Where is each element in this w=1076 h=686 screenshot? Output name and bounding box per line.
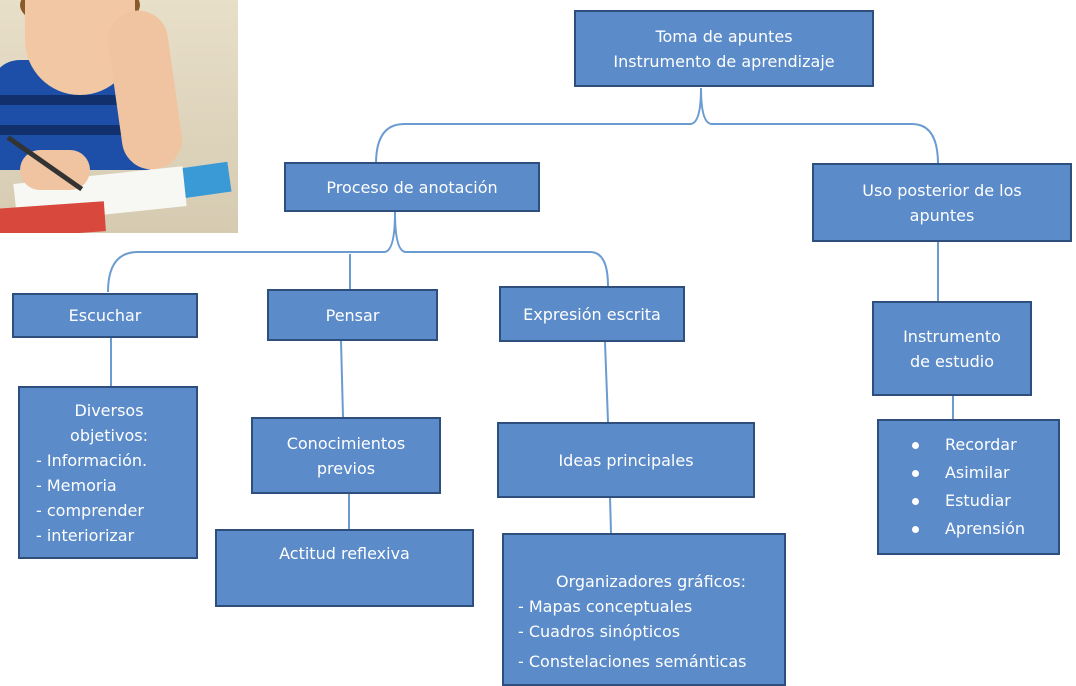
student-writing-photo xyxy=(0,0,238,233)
node-pensar: Pensar xyxy=(267,289,438,341)
node-ideas-principales: Ideas principales xyxy=(497,422,755,498)
node-escuchar: Escuchar xyxy=(12,293,198,338)
node-diversos-objetivos: Diversos objetivos: - Información. - Mem… xyxy=(18,386,198,559)
bullet-icon xyxy=(911,497,919,505)
node-organizadores-line-1: Organizadores gráficos: xyxy=(555,572,746,591)
node-diversos-line-4: - Memoria xyxy=(36,475,117,495)
bullet-icon xyxy=(911,525,919,533)
node-instrumento-line-2: de estudio xyxy=(909,351,995,371)
node-pensar-label: Pensar xyxy=(325,305,380,325)
node-instrumento-de-estudio: Instrumento de estudio xyxy=(872,301,1032,396)
node-toma-line-1: Toma de apuntes xyxy=(655,26,793,46)
estudio-bullet-list: Recordar Asimilar Estudiar Aprensión xyxy=(911,431,1026,543)
estudio-item-label: Estudiar xyxy=(944,491,1011,510)
list-item: Aprensión xyxy=(911,515,1026,543)
node-conocimientos-previos: Conocimientos previos xyxy=(251,417,441,494)
node-diversos-line-6: - interiorizar xyxy=(36,525,135,545)
node-uso-line-1: Uso posterior de los xyxy=(862,180,1022,200)
node-conocimientos-line-2: previos xyxy=(316,458,376,478)
node-uso-posterior: Uso posterior de los apuntes xyxy=(812,163,1072,242)
bullet-icon xyxy=(911,441,919,449)
node-proceso-de-anotacion: Proceso de anotación xyxy=(284,162,540,212)
node-organizadores-line-3: - Cuadros sinópticos xyxy=(518,622,681,641)
node-expresion-label: Expresión escrita xyxy=(523,304,661,324)
node-diversos-line-1: Diversos xyxy=(74,400,144,420)
connector-pensar-conocimientos xyxy=(340,340,344,418)
node-organizadores-line-2: - Mapas conceptuales xyxy=(518,597,693,616)
node-toma-line-2: Instrumento de aprendizaje xyxy=(613,51,835,71)
node-estudio-list: Recordar Asimilar Estudiar Aprensión xyxy=(877,419,1060,555)
node-expresion-escrita: Expresión escrita xyxy=(499,286,685,342)
node-diversos-line-2: objetivos: xyxy=(70,425,148,445)
node-uso-line-2: apuntes xyxy=(909,205,975,225)
list-item: Estudiar xyxy=(911,487,1025,515)
estudio-item-label: Asimilar xyxy=(944,463,1010,482)
node-toma-de-apuntes: Toma de apuntes Instrumento de aprendiza… xyxy=(574,10,874,87)
node-organizadores-graficos: Organizadores gráficos: - Mapas conceptu… xyxy=(502,533,786,686)
connector-proceso-brace xyxy=(107,211,609,293)
estudio-item-label: Recordar xyxy=(944,435,1017,454)
node-actitud-label: Actitud reflexiva xyxy=(279,544,410,563)
connector-expresion-ideas xyxy=(604,341,609,423)
node-instrumento-line-1: Instrumento xyxy=(903,326,1001,346)
list-item: Asimilar xyxy=(911,459,1025,487)
node-actitud-reflexiva: Actitud reflexiva xyxy=(215,529,474,607)
node-diversos-line-3: - Información. xyxy=(36,450,148,470)
list-item: Recordar xyxy=(911,431,1025,459)
node-escuchar-label: Escuchar xyxy=(68,306,142,325)
node-proceso-label: Proceso de anotación xyxy=(326,177,498,197)
node-ideas-label: Ideas principales xyxy=(558,450,694,470)
bullet-icon xyxy=(911,469,919,477)
node-diversos-line-5: - comprender xyxy=(36,500,144,520)
estudio-item-label: Aprensión xyxy=(944,519,1026,538)
node-conocimientos-line-1: Conocimientos xyxy=(286,433,406,453)
connector-root-brace xyxy=(375,87,939,165)
node-organizadores-line-4: - Constelaciones semánticas xyxy=(518,652,747,671)
connector-ideas-organizadores xyxy=(609,496,612,534)
